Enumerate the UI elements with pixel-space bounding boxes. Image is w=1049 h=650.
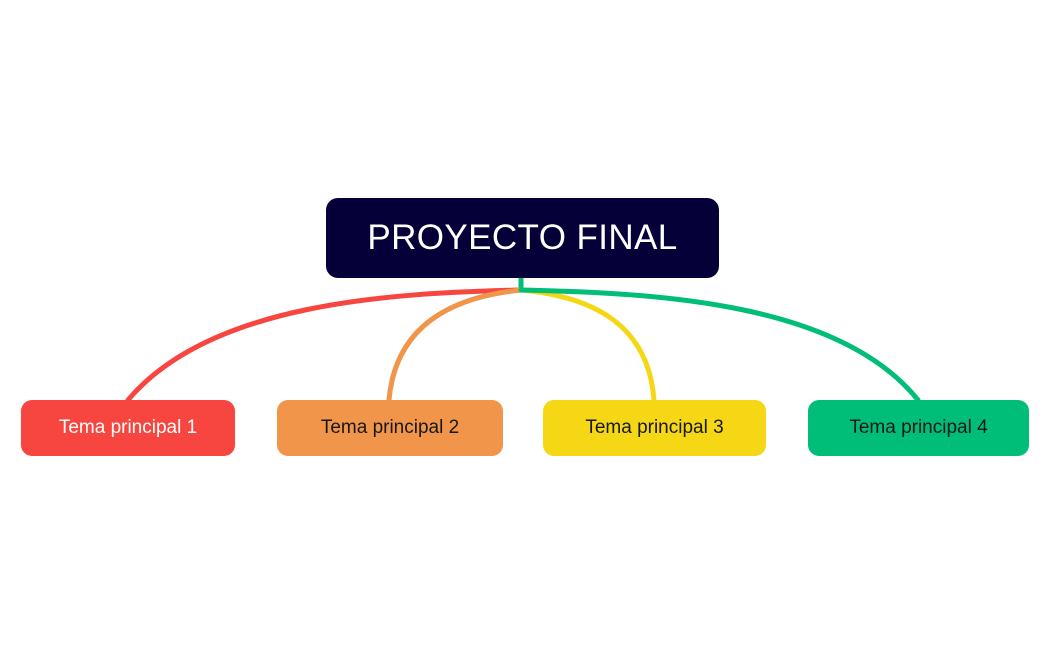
child-node-4-label: Tema principal 4 bbox=[849, 417, 988, 438]
root-node[interactable]: PROYECTO FINAL bbox=[326, 198, 719, 278]
connector-to-child-1 bbox=[125, 287, 524, 403]
child-node-3-label: Tema principal 3 bbox=[585, 417, 724, 438]
connector-to-child-2 bbox=[386, 287, 524, 403]
connector-to-child-3 bbox=[518, 287, 657, 403]
child-node-4[interactable]: Tema principal 4 bbox=[808, 400, 1029, 456]
child-node-3[interactable]: Tema principal 3 bbox=[543, 400, 766, 456]
child-node-2-label: Tema principal 2 bbox=[320, 417, 460, 438]
root-node-label: PROYECTO FINAL bbox=[367, 218, 678, 257]
child-node-1-label: Tema principal 1 bbox=[58, 417, 198, 438]
connector-to-child-4 bbox=[518, 287, 921, 403]
child-node-1[interactable]: Tema principal 1 bbox=[21, 400, 235, 456]
child-node-2[interactable]: Tema principal 2 bbox=[277, 400, 503, 456]
